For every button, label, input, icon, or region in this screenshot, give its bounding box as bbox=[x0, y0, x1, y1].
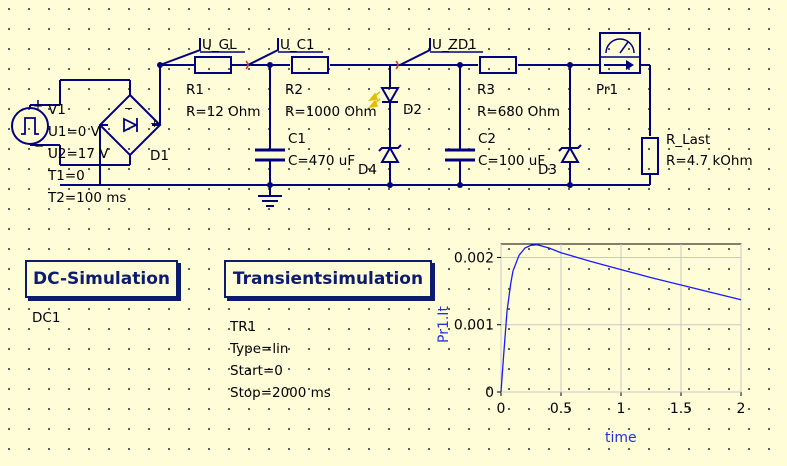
dc-simulation-block[interactable]: DC-Simulation bbox=[25, 260, 178, 298]
r-last-label: R_Last bbox=[666, 132, 711, 148]
pr1-probe-symbol[interactable] bbox=[599, 32, 641, 74]
chart-x-axis-label: time bbox=[605, 430, 637, 446]
c1-param: C=470 uF bbox=[288, 153, 356, 169]
r1-label: R1 bbox=[186, 82, 204, 98]
d3-zener-symbol[interactable] bbox=[558, 144, 582, 163]
v1-label: V1 bbox=[48, 102, 66, 118]
d1-plus-sign: + bbox=[150, 117, 160, 130]
chart-x-tick-label: 1.5 bbox=[670, 401, 692, 417]
r1-resistor-symbol[interactable] bbox=[194, 56, 232, 74]
chart-series-line bbox=[500, 244, 742, 393]
r2-resistor-symbol[interactable] bbox=[291, 56, 329, 74]
v1-param-t1: T1=0 bbox=[48, 168, 85, 184]
d2-label: D2 bbox=[403, 102, 422, 118]
chart-y-axis-label: Pr1.It bbox=[436, 306, 452, 343]
chart-y-tick-label: 0.001 bbox=[454, 318, 494, 334]
transient-chart[interactable]: 0 0.5 1 1.5 2 0 0.001 0.002 bbox=[454, 243, 746, 417]
pr1-label: Pr1 bbox=[596, 82, 619, 98]
r2-label: R2 bbox=[285, 82, 303, 98]
r3-param: R=680 Ohm bbox=[477, 104, 561, 120]
node-marks bbox=[245, 60, 399, 70]
r-last-param: R=4.7 kOhm bbox=[666, 153, 753, 169]
v1-param-t2: T2=100 ms bbox=[48, 190, 127, 206]
v1-param-u2: U2=17 V bbox=[48, 146, 109, 162]
transient-param-stop: Stop=2000 ms bbox=[230, 385, 331, 401]
chart-x-tick-label: 2 bbox=[737, 401, 746, 417]
transient-simulation-name: TR1 bbox=[230, 319, 257, 335]
d1-bridge-symbol[interactable] bbox=[98, 93, 162, 157]
r3-resistor-symbol[interactable] bbox=[479, 56, 517, 74]
transient-param-type: Type=lin bbox=[230, 341, 289, 357]
chart-y-tick-label: 0 bbox=[485, 385, 494, 401]
d1-label: D1 bbox=[150, 148, 169, 164]
d3-label: D3 bbox=[538, 162, 557, 178]
v1-source-symbol[interactable] bbox=[11, 100, 49, 145]
d4-label: D4 bbox=[358, 162, 377, 178]
dc-simulation-name: DC1 bbox=[32, 310, 61, 326]
chart-x-tick-label: 0 bbox=[497, 401, 506, 417]
c2-capacitor-symbol[interactable] bbox=[445, 148, 475, 162]
transient-simulation-block[interactable]: Transientsimulation bbox=[224, 260, 432, 298]
v1-plus-sign: + bbox=[33, 99, 44, 113]
r2-param: R=1000 Ohm bbox=[285, 104, 377, 120]
d2-led-symbol[interactable] bbox=[368, 87, 400, 109]
wire-label-u-zd1: U_ZD1 bbox=[432, 37, 477, 53]
r-last-resistor-symbol[interactable] bbox=[641, 137, 659, 175]
r1-param: R=12 Ohm bbox=[186, 104, 261, 120]
v1-minus-sign: − bbox=[34, 139, 45, 153]
wire-label-u-gl: U_GL bbox=[202, 37, 237, 53]
ground-symbol bbox=[258, 195, 282, 207]
chart-x-tick-label: 0.5 bbox=[550, 401, 572, 417]
c1-label: C1 bbox=[288, 131, 307, 147]
c2-param: C=100 uF bbox=[478, 153, 546, 169]
v1-param-u1: U1=0 V bbox=[48, 124, 100, 140]
c1-capacitor-symbol[interactable] bbox=[255, 148, 285, 162]
junction-dots bbox=[157, 62, 573, 188]
c2-label: C2 bbox=[478, 131, 497, 147]
d4-zener-symbol[interactable] bbox=[378, 144, 402, 163]
chart-x-tick-label: 1 bbox=[617, 401, 626, 417]
wire-label-u-c1: U_C1 bbox=[280, 37, 315, 53]
chart-y-tick-label: 0.002 bbox=[454, 250, 494, 266]
r3-label: R3 bbox=[477, 82, 495, 98]
d1-minus-sign: − bbox=[124, 102, 134, 115]
transient-param-start: Start=0 bbox=[230, 363, 283, 379]
